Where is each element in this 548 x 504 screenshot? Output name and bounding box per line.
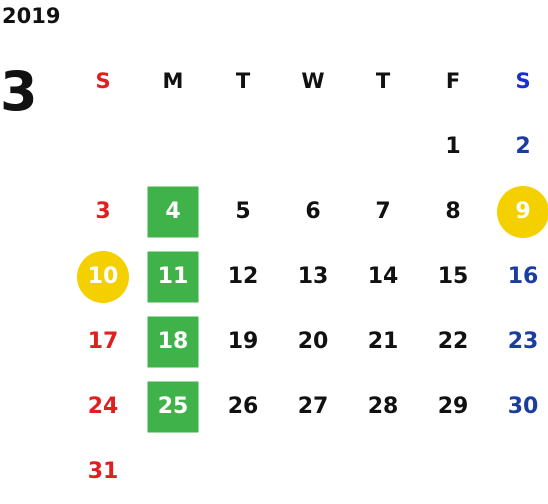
weekday-header-thu: T: [375, 69, 391, 93]
day-cell-3[interactable]: 3: [68, 179, 138, 244]
day-cell-6[interactable]: 6: [278, 179, 348, 244]
day-cell-10[interactable]: 10: [68, 244, 138, 309]
empty-cell: [278, 114, 348, 179]
day-number: 10: [87, 264, 119, 289]
day-number: 3: [95, 199, 111, 224]
empty-cell: [68, 114, 138, 179]
day-cell-26[interactable]: 26: [208, 374, 278, 439]
day-number: 16: [507, 264, 539, 289]
day-cell-31[interactable]: 31: [68, 439, 138, 504]
day-number: 5: [235, 199, 251, 224]
weekday-header-sat: S: [515, 69, 531, 93]
day-cell-4[interactable]: 4: [138, 179, 208, 244]
day-cell-8[interactable]: 8: [418, 179, 488, 244]
day-number: 24: [87, 394, 119, 419]
empty-cell: [348, 114, 418, 179]
day-cell-25[interactable]: 25: [138, 374, 208, 439]
empty-cell: [348, 439, 418, 504]
day-cell-17[interactable]: 17: [68, 309, 138, 374]
day-cell-28[interactable]: 28: [348, 374, 418, 439]
day-cell-14[interactable]: 14: [348, 244, 418, 309]
day-number: 14: [367, 264, 399, 289]
day-cell-30[interactable]: 30: [488, 374, 548, 439]
day-cell-11[interactable]: 11: [138, 244, 208, 309]
day-cell-13[interactable]: 13: [278, 244, 348, 309]
day-cell-24[interactable]: 24: [68, 374, 138, 439]
weekday-header-wed: W: [301, 69, 325, 93]
empty-cell: [138, 114, 208, 179]
empty-cell: [278, 439, 348, 504]
day-cell-16[interactable]: 16: [488, 244, 548, 309]
day-cell-21[interactable]: 21: [348, 309, 418, 374]
day-number: 26: [227, 394, 259, 419]
weekday-header-sun: S: [95, 69, 111, 93]
day-number: 13: [297, 264, 329, 289]
day-cell-23[interactable]: 23: [488, 309, 548, 374]
day-cell-19[interactable]: 19: [208, 309, 278, 374]
day-number: 2: [515, 134, 531, 159]
day-number: 23: [507, 329, 539, 354]
empty-cell: [208, 439, 278, 504]
day-number: 31: [87, 459, 119, 484]
day-number: 17: [87, 329, 119, 354]
empty-cell: [488, 439, 548, 504]
day-number: 27: [297, 394, 329, 419]
empty-cell: [138, 439, 208, 504]
day-cell-18[interactable]: 18: [138, 309, 208, 374]
empty-cell: [418, 439, 488, 504]
day-number: 12: [227, 264, 259, 289]
weekday-header-fri: F: [445, 69, 461, 93]
day-number: 29: [437, 394, 469, 419]
day-number: 1: [445, 134, 461, 159]
empty-cell: [208, 114, 278, 179]
day-cell-12[interactable]: 12: [208, 244, 278, 309]
day-number: 6: [305, 199, 321, 224]
day-cell-1[interactable]: 1: [418, 114, 488, 179]
day-cell-7[interactable]: 7: [348, 179, 418, 244]
day-cell-27[interactable]: 27: [278, 374, 348, 439]
day-number: 18: [157, 329, 189, 354]
day-number: 11: [157, 264, 189, 289]
day-number: 15: [437, 264, 469, 289]
day-number: 7: [375, 199, 391, 224]
day-number: 21: [367, 329, 399, 354]
day-number: 8: [445, 199, 461, 224]
day-number: 19: [227, 329, 259, 354]
day-cell-2[interactable]: 2: [488, 114, 548, 179]
day-cell-5[interactable]: 5: [208, 179, 278, 244]
day-cell-15[interactable]: 15: [418, 244, 488, 309]
month-number: 3: [0, 60, 38, 123]
day-number: 20: [297, 329, 329, 354]
day-number: 28: [367, 394, 399, 419]
day-cell-29[interactable]: 29: [418, 374, 488, 439]
weekday-header-mon: M: [162, 69, 184, 93]
day-cell-22[interactable]: 22: [418, 309, 488, 374]
day-cell-20[interactable]: 20: [278, 309, 348, 374]
day-number: 30: [507, 394, 539, 419]
day-cell-9[interactable]: 9: [488, 179, 548, 244]
day-number: 4: [165, 199, 181, 224]
day-number: 9: [515, 199, 531, 224]
weekday-header-tue: T: [235, 69, 251, 93]
year-label: 2019: [2, 4, 61, 28]
day-number: 25: [157, 394, 189, 419]
day-number: 22: [437, 329, 469, 354]
